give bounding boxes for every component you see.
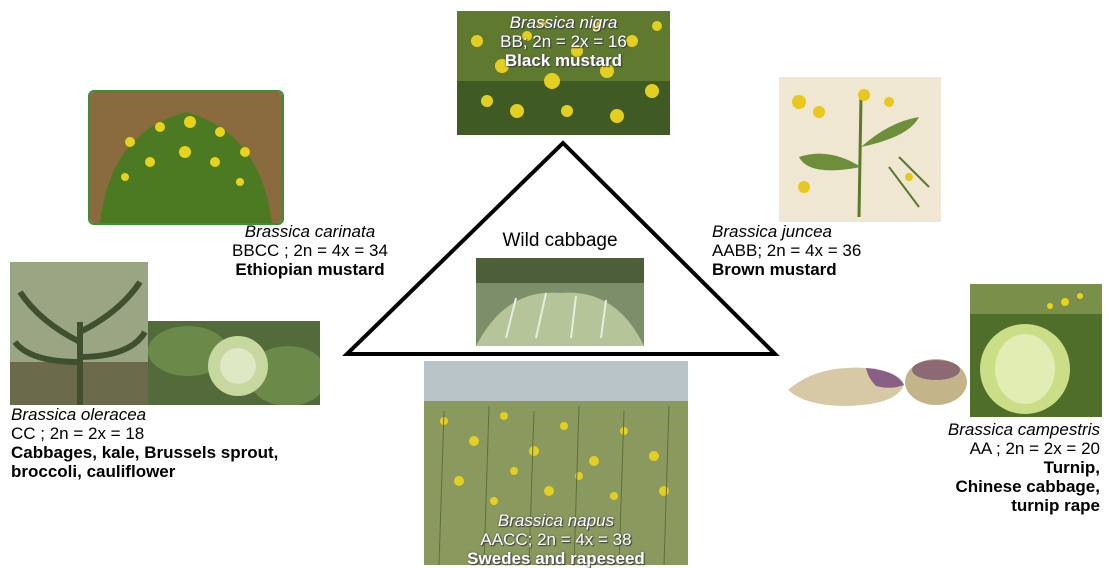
- common-name: Ethiopian mustard: [180, 260, 440, 279]
- common-name-line-3: turnip rape: [820, 496, 1100, 515]
- species-name: Brassica campestris: [820, 420, 1100, 439]
- brassica-oleracea-photo-left: [10, 262, 148, 405]
- brassica-juncea-label: Brassica juncea AABB; 2n = 4x = 36 Brown…: [712, 222, 972, 279]
- species-name: Brassica nigra: [457, 13, 670, 32]
- chinese-cabbage-photo: [970, 284, 1102, 417]
- genome-formula: BB; 2n = 2x = 16: [457, 32, 670, 51]
- species-name: Brassica oleracea: [11, 405, 411, 424]
- brassica-nigra-label: Brassica nigra BB; 2n = 2x = 16 Black mu…: [457, 13, 670, 70]
- brassica-carinata-photo: [88, 90, 284, 225]
- brassica-juncea-illustration: [779, 77, 941, 222]
- brassica-oleracea-label: Brassica oleracea CC ; 2n = 2x = 18 Cabb…: [11, 405, 411, 481]
- species-name: Brassica juncea: [712, 222, 972, 241]
- genome-formula: AACC; 2n = 4x = 38: [424, 530, 688, 549]
- turnip-bulb-photo: [903, 356, 969, 408]
- wild-cabbage-photo: [476, 258, 644, 346]
- common-name-line-1: Turnip,: [820, 458, 1100, 477]
- common-name-line-1: Cabbages, kale, Brussels sprout,: [11, 443, 411, 462]
- genome-formula: CC ; 2n = 2x = 18: [11, 424, 411, 443]
- common-name-line-2: broccoli, cauliflower: [11, 462, 411, 481]
- genome-formula: AA ; 2n = 2x = 20: [820, 439, 1100, 458]
- genome-formula: AABB; 2n = 4x = 36: [712, 241, 972, 260]
- species-name: Brassica carinata: [180, 222, 440, 241]
- brassica-carinata-label: Brassica carinata BBCC ; 2n = 4x = 34 Et…: [180, 222, 440, 279]
- turnip-root-photo: [786, 360, 906, 410]
- center-label: Wild cabbage: [502, 230, 617, 251]
- brassica-campestris-label: Brassica campestris AA ; 2n = 2x = 20 Tu…: [820, 420, 1100, 515]
- brassica-napus-label: Brassica napus AACC; 2n = 4x = 38 Swedes…: [424, 511, 688, 568]
- brassica-oleracea-photo-right: [148, 321, 320, 405]
- genome-formula: BBCC ; 2n = 4x = 34: [180, 241, 440, 260]
- common-name: Brown mustard: [712, 260, 972, 279]
- wild-cabbage-label: Wild cabbage: [470, 230, 650, 252]
- common-name: Black mustard: [457, 51, 670, 70]
- species-name: Brassica napus: [424, 511, 688, 530]
- common-name-line-2: Chinese cabbage,: [820, 477, 1100, 496]
- common-name: Swedes and rapeseed: [424, 549, 688, 568]
